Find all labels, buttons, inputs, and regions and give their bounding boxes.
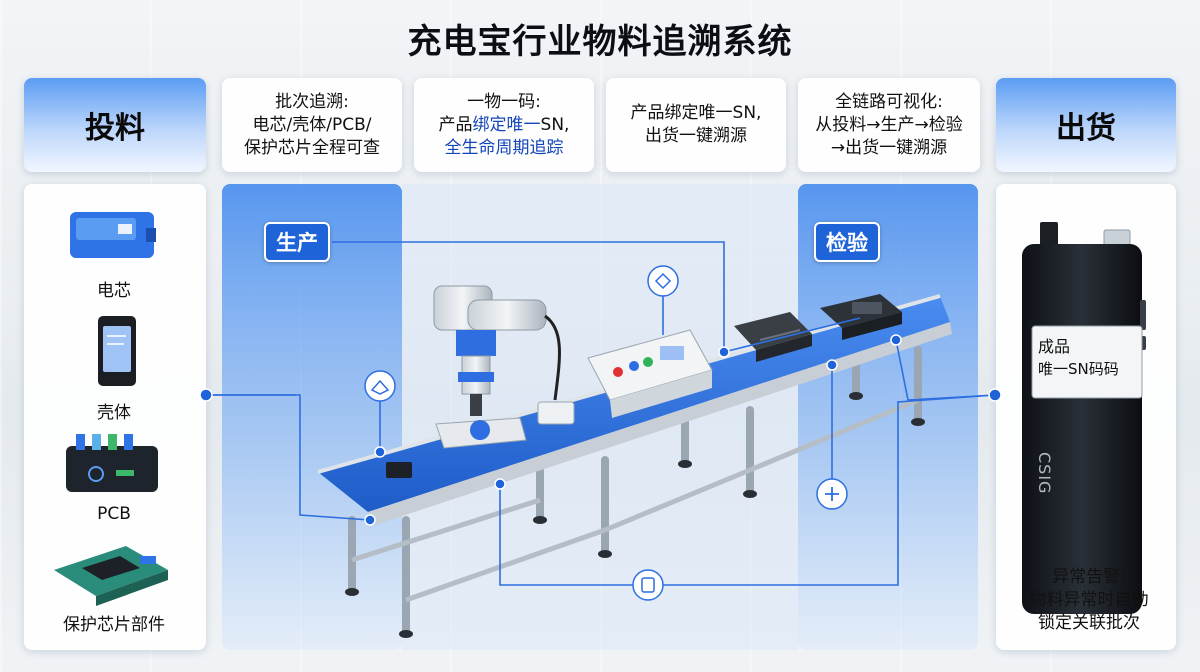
info-box-sn-trace-text: 产品绑定唯一SN, 出货一键溯源 bbox=[606, 78, 786, 172]
product-brand-logo: CSIG bbox=[1035, 452, 1054, 495]
alarm-text: 异常告警: 物料异常时自动 锁定关联批次 bbox=[996, 566, 1182, 635]
trace-nodes bbox=[199, 334, 1002, 526]
info-line: 保护芯片全程可查 bbox=[244, 137, 380, 158]
plus-icon bbox=[816, 478, 848, 510]
info-line: 全链路可视化: bbox=[835, 91, 943, 112]
shipping-header-label: 出货 bbox=[1056, 111, 1116, 146]
material-label-chip: 保护芯片部件 bbox=[63, 615, 165, 635]
conveyor-side-rail bbox=[368, 322, 952, 526]
control-box bbox=[587, 329, 713, 418]
info-line: 从投料→生产→检验 bbox=[815, 114, 963, 135]
robot-arm bbox=[433, 285, 575, 449]
shell-icon bbox=[98, 316, 136, 386]
info-line: →出货一键溯源 bbox=[830, 137, 948, 158]
info-box-one-code-text: 一物一码: 产品绑定唯一SN, 全生命周期追踪 bbox=[414, 78, 594, 172]
product-label-line2: 唯一SN码码 bbox=[1038, 360, 1119, 378]
alarm-line: 锁定关联批次 bbox=[1038, 613, 1140, 633]
info-box-sn-trace bbox=[606, 78, 786, 172]
belt-item bbox=[386, 462, 412, 478]
info-line: 出货一键溯源 bbox=[645, 126, 747, 146]
info-line: 产品绑定唯一SN, bbox=[630, 103, 762, 123]
stage-tag-production: 生产 bbox=[264, 222, 330, 262]
conveyor-crossbars bbox=[351, 397, 919, 603]
feeding-header: 投料 bbox=[24, 78, 206, 172]
info-line: 电芯/壳体/PCB/ bbox=[252, 114, 372, 135]
trace-flow-lines bbox=[206, 241, 996, 586]
info-box-full-chain bbox=[798, 78, 980, 172]
document-icon bbox=[632, 569, 664, 601]
tag-icon bbox=[647, 265, 679, 297]
info-line-highlight: 全生命周期追踪 bbox=[444, 137, 564, 158]
inspection-device-b bbox=[820, 294, 902, 340]
product-label-line1: 成品 bbox=[1038, 337, 1071, 356]
info-line: 一物一码: bbox=[467, 91, 541, 112]
alarm-line: 异常告警: bbox=[1052, 567, 1126, 587]
material-label-pcb: PCB bbox=[97, 504, 131, 524]
stage-tag-inspection: 检验 bbox=[814, 222, 880, 262]
info-text: SN, bbox=[540, 114, 570, 135]
info-line-mixed: 产品绑定唯一SN, bbox=[439, 114, 570, 137]
eraser-icon bbox=[364, 370, 396, 402]
info-box-batch-trace bbox=[222, 78, 402, 172]
info-text: 产品 bbox=[438, 114, 473, 135]
battery-cell-icon bbox=[70, 212, 156, 258]
protection-chip-icon bbox=[54, 546, 168, 606]
shipping-header: 出货 bbox=[996, 78, 1176, 172]
material-label-shell: 壳体 bbox=[97, 403, 131, 423]
feeding-header-label: 投料 bbox=[85, 111, 145, 146]
pcb-icon bbox=[66, 434, 158, 492]
product-sn-label: 成品 唯一SN码码 bbox=[1038, 336, 1138, 380]
info-line: 批次追溯: bbox=[275, 91, 349, 112]
inspection-device-a bbox=[734, 312, 812, 362]
production-zone bbox=[222, 184, 402, 650]
info-highlight: 绑定唯一 bbox=[472, 114, 541, 135]
info-box-batch-trace-text: 批次追溯: 电芯/壳体/PCB/ 保护芯片全程可查 bbox=[222, 78, 402, 172]
info-box-full-chain-text: 全链路可视化: 从投料→生产→检验 →出货一键溯源 bbox=[798, 78, 980, 172]
page-title: 充电宝行业物料追溯系统 bbox=[407, 22, 793, 62]
material-label-cell: 电芯 bbox=[97, 281, 131, 301]
power-bank-icon bbox=[1022, 222, 1146, 614]
alarm-line: 物料异常时自动 bbox=[1029, 590, 1149, 610]
conveyor-feet bbox=[345, 392, 925, 638]
info-box-one-code bbox=[414, 78, 594, 172]
